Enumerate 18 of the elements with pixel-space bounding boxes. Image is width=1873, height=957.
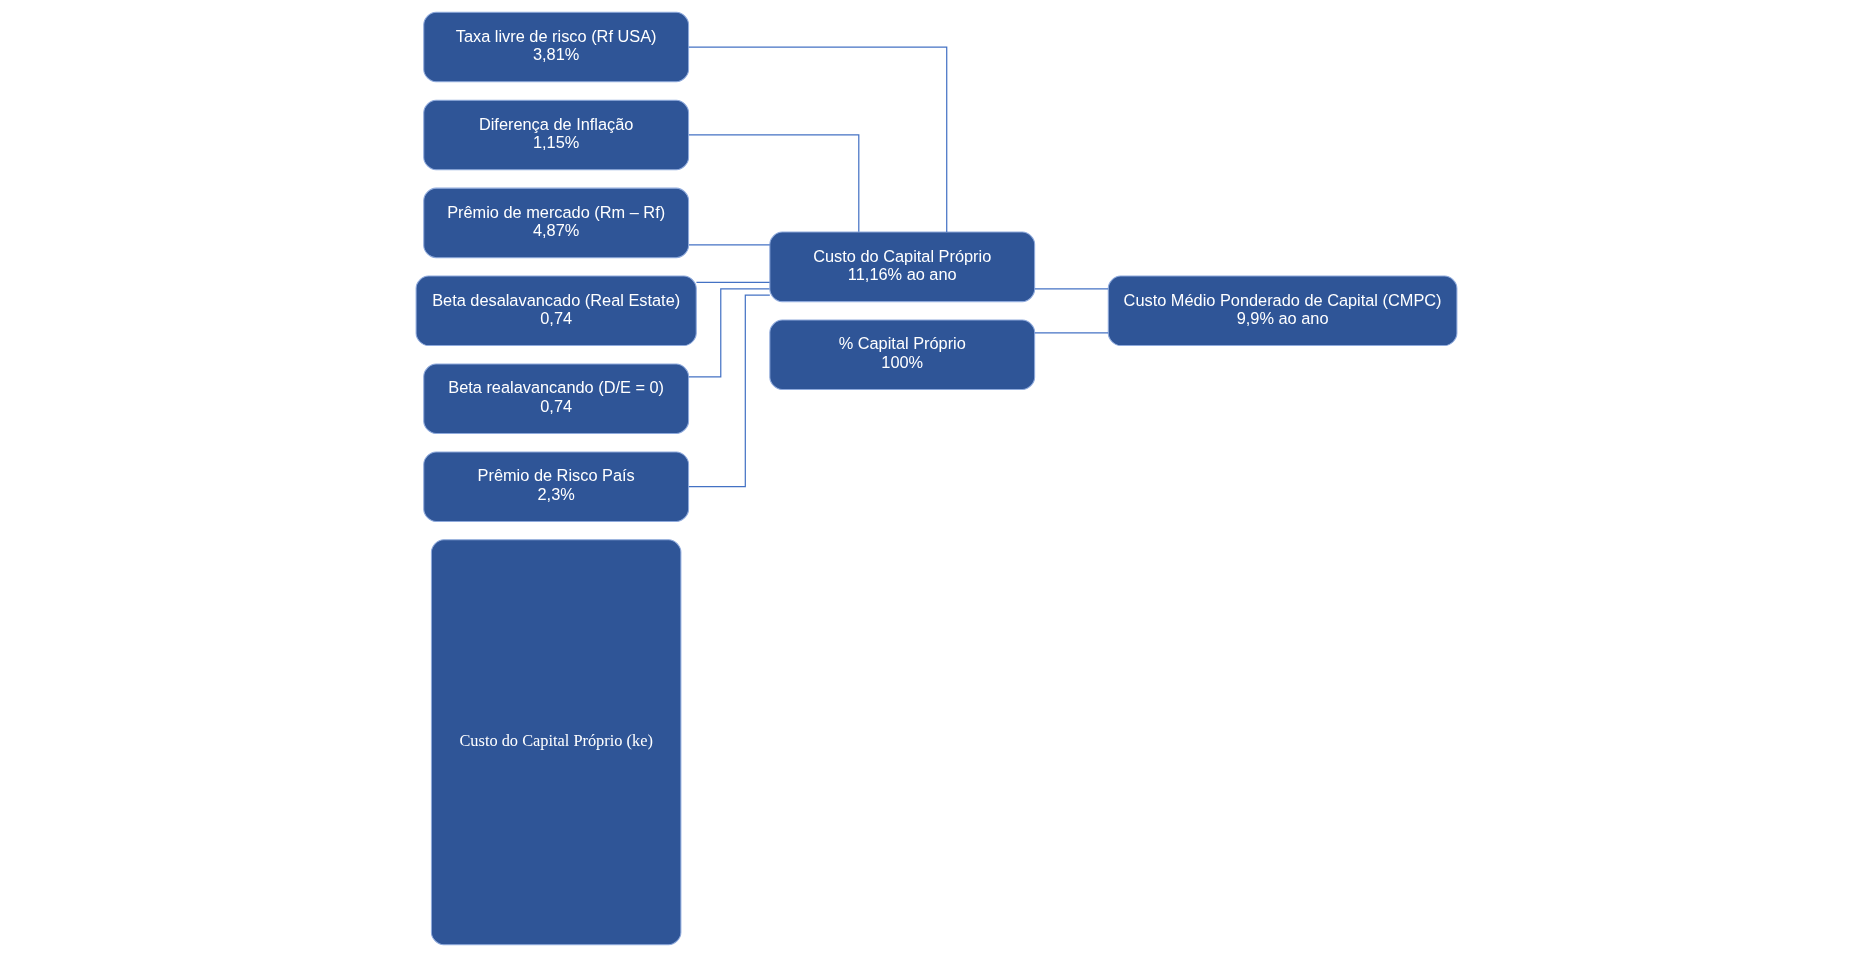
connector (688, 288, 771, 378)
connector (1034, 332, 1109, 334)
connector (695, 281, 771, 284)
connector (688, 134, 860, 233)
connector (688, 46, 948, 233)
connector (688, 244, 771, 246)
node-box: Custo Médio Ponderado de Capital (CMPC) 9,9% ao ano (1107, 275, 1458, 347)
node-box: % Capital Próprio 100% (769, 319, 1036, 391)
node-box: Prêmio de mercado (Rm – Rf) 4,87% (423, 187, 690, 259)
node-box: Diferença de Inflação 1,15% (423, 99, 690, 171)
node-box: Beta desalavancado (Real Estate) 0,74 (415, 275, 697, 347)
connector (1034, 288, 1109, 290)
node-box: Beta realavancando (D/E = 0) 0,74 (423, 363, 690, 434)
node-box: Prêmio de Risco País 2,3% (423, 451, 690, 522)
node-box: Custo do Capital Próprio 11,16% ao ano (769, 231, 1036, 303)
node-box: Taxa livre de risco (Rf USA) 3,81% (423, 11, 690, 83)
connector (688, 294, 771, 488)
node-box: Custo do Capital Próprio (ke) (430, 539, 682, 946)
